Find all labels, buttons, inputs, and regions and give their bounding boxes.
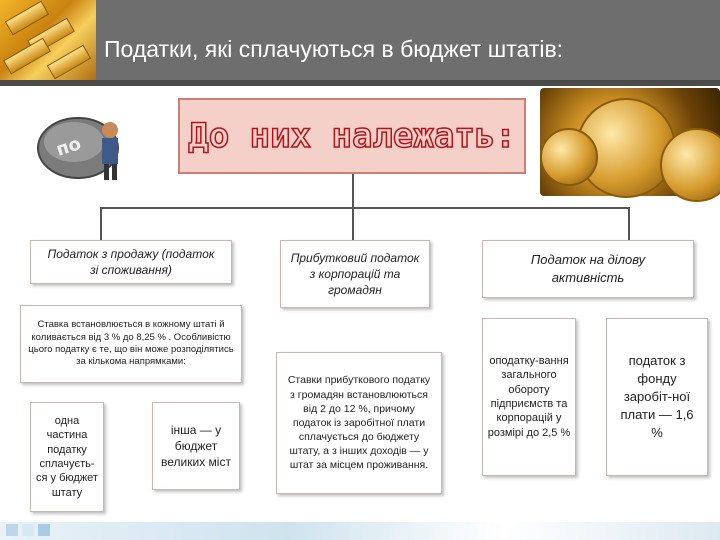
tax-stone-image: по	[30, 96, 130, 186]
col3-subbox-payroll: податок з фонду заробіт-ної плати — 1,6 …	[606, 318, 708, 476]
connector-vertical-main	[352, 174, 354, 208]
connector-horizontal	[100, 207, 630, 209]
gold-bars-image	[0, 0, 96, 86]
gold-coins-image	[540, 88, 720, 196]
page-title: Податки, які сплачуються в бюджет штатів…	[104, 36, 563, 63]
footer-band	[0, 522, 720, 540]
col1-subbox-budget-state: одна частина податку сплачуєть-ся у бюдж…	[30, 402, 104, 512]
connector-col2	[352, 207, 354, 241]
col1-heading-box: Податок з продажу (податок зі споживання…	[30, 240, 232, 284]
connector-col1	[100, 207, 102, 241]
main-heading-box: До них належать:	[178, 98, 526, 174]
footer-square	[22, 524, 34, 536]
col3-heading-box: Податок на ділову активність	[482, 240, 694, 298]
col1-description-box: Ставка встановлюється в кожному штаті й …	[20, 305, 242, 383]
header-band: Податки, які сплачуються в бюджет штатів…	[0, 0, 720, 86]
connector-col3	[628, 207, 630, 241]
col2-heading-box: Прибутковий податок з корпорацій та гром…	[280, 240, 430, 308]
footer-square	[38, 524, 50, 536]
col2-description-box: Ставки прибуткового податку з громадян в…	[276, 352, 442, 494]
footer-square	[6, 524, 18, 536]
header-stripe	[0, 80, 720, 86]
col3-subbox-turnover: оподатку-вання загального обороту підпри…	[482, 318, 576, 476]
col1-subbox-budget-cities: інша — у бюджет великих міст	[152, 402, 240, 490]
